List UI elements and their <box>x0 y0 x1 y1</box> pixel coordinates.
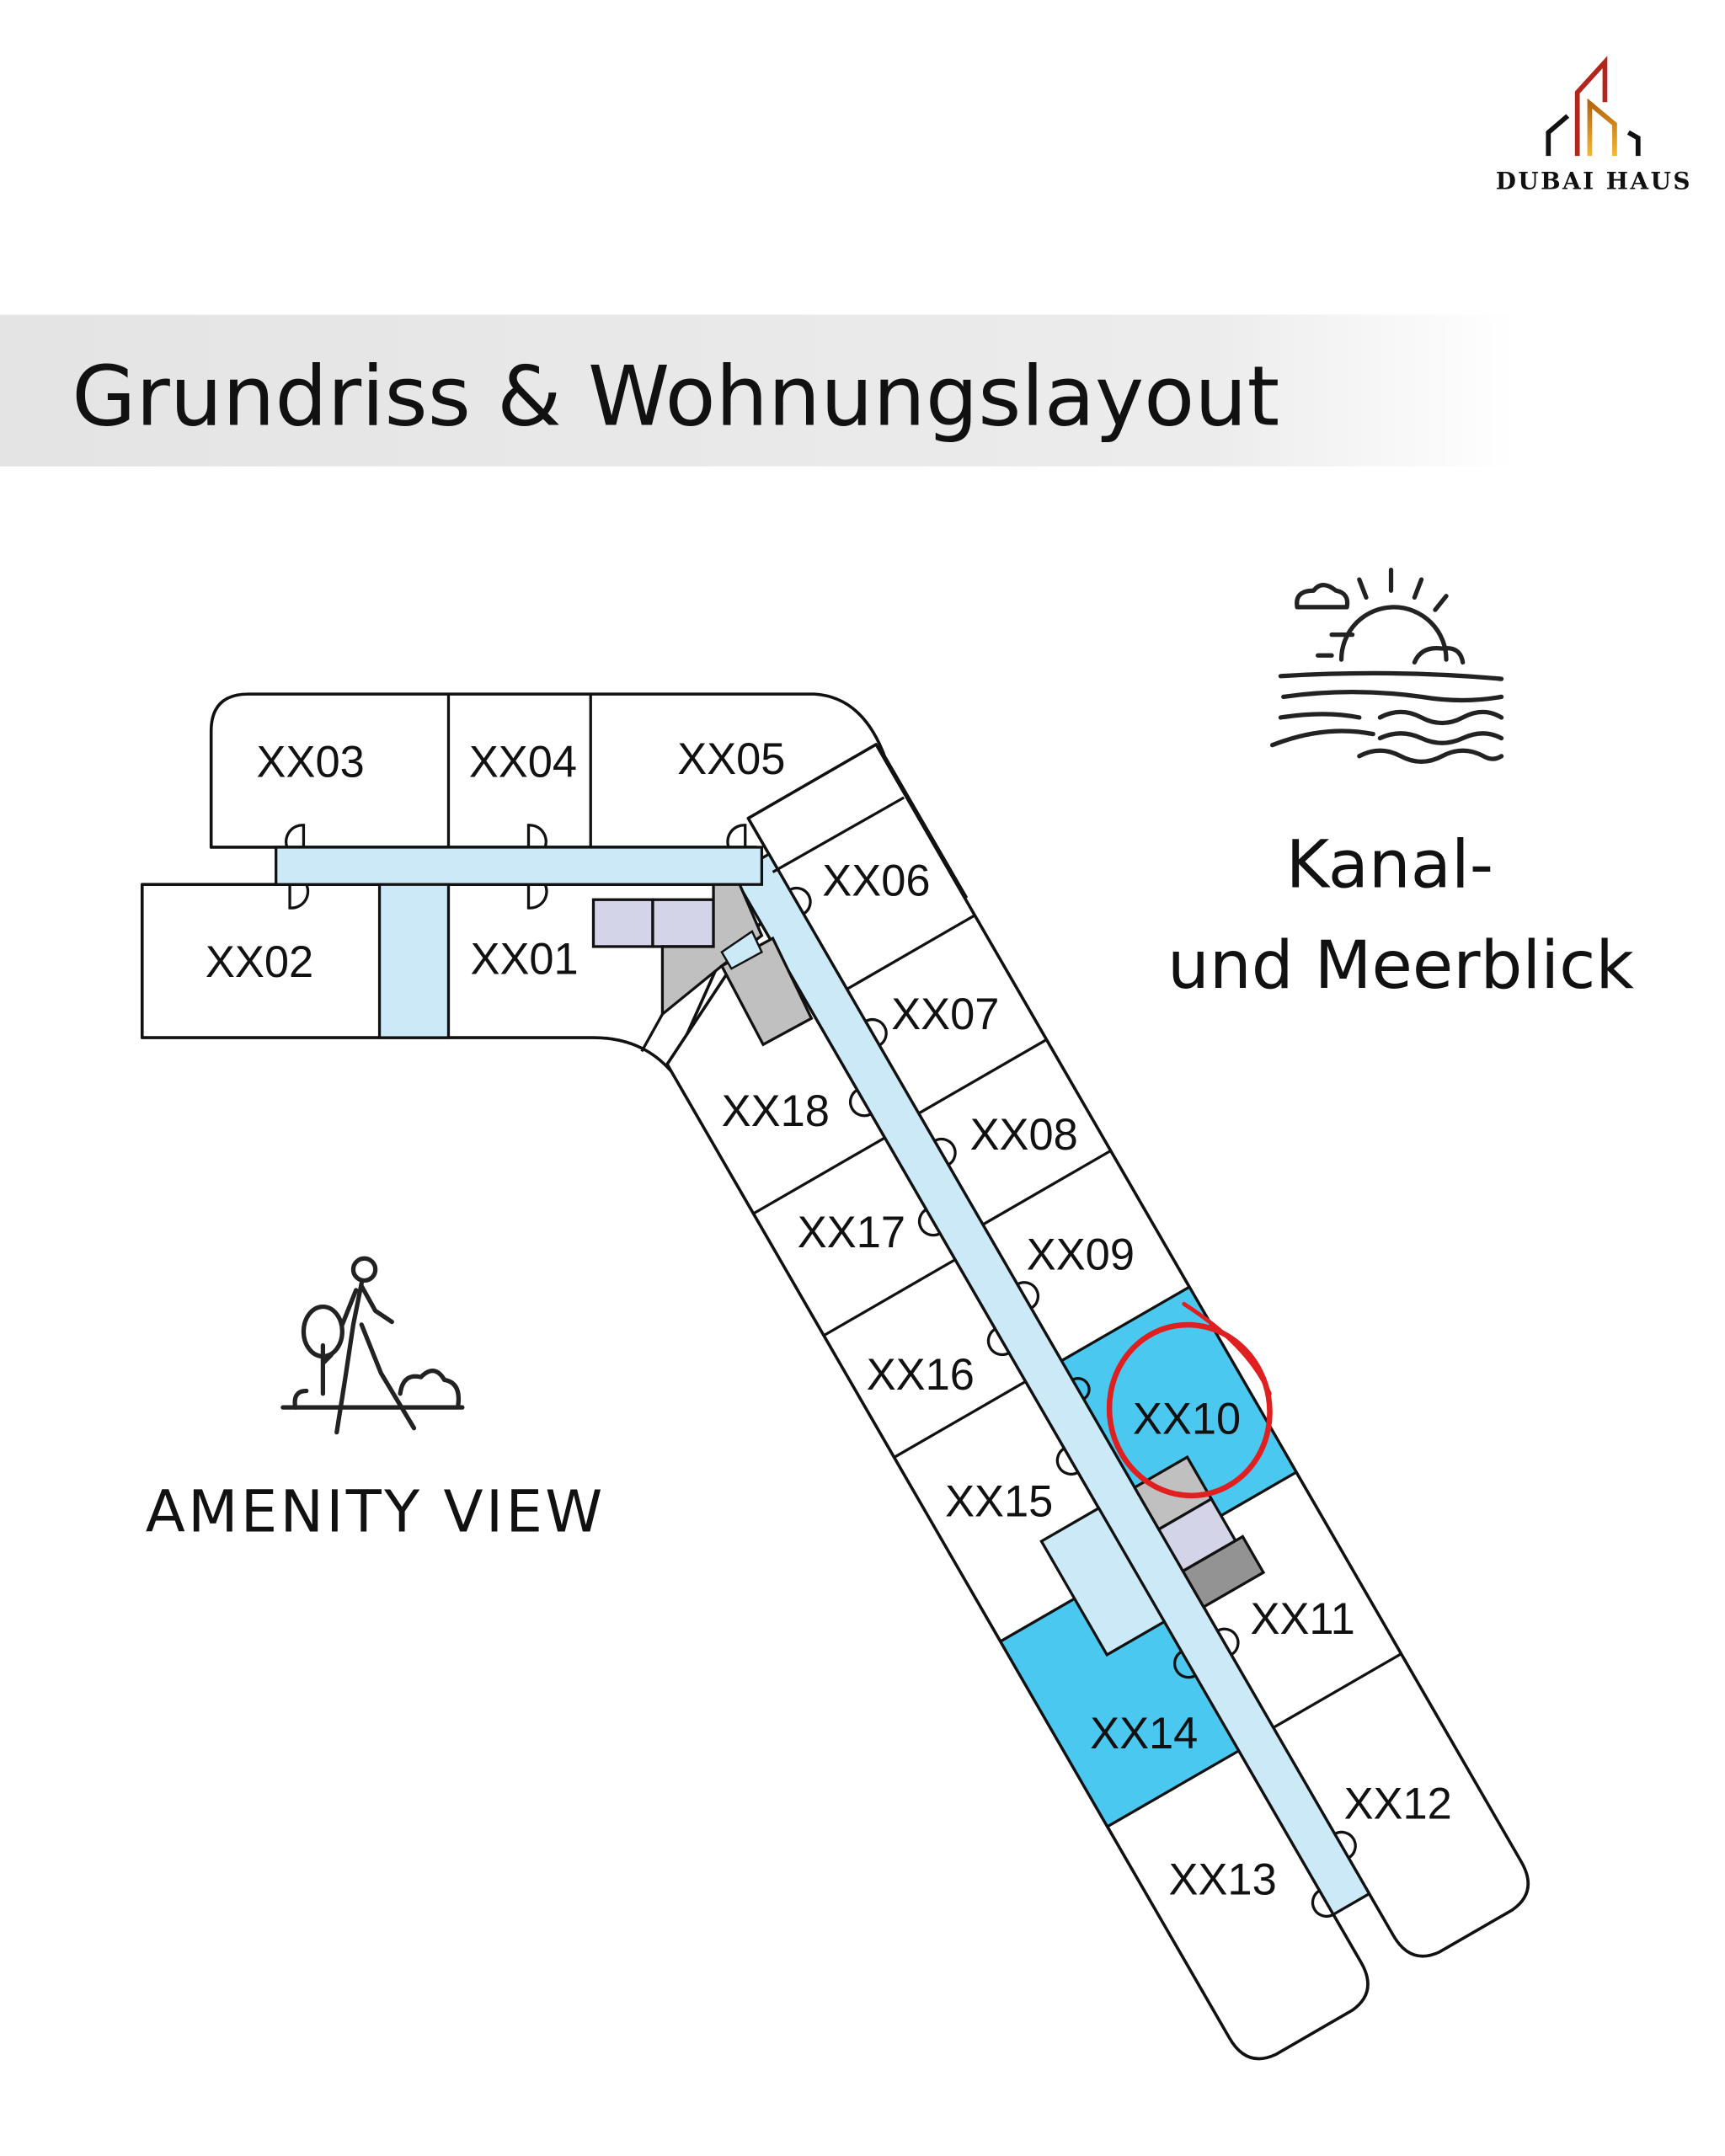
core-shape <box>660 883 764 1017</box>
unit-label-xx02: XX02 <box>206 938 313 987</box>
sea-view-line1: Kanal- <box>1286 825 1494 903</box>
service-box <box>591 898 654 948</box>
door-icons-top <box>285 824 747 910</box>
unit-label-xx04: XX04 <box>469 738 577 787</box>
unit-label-xx01: XX01 <box>470 936 578 985</box>
diagonal-wing <box>665 743 1530 2061</box>
unit-label-xx07: XX07 <box>891 990 999 1039</box>
sea-view-line2: und Meerblick <box>1167 926 1634 1004</box>
header-band <box>0 314 1725 467</box>
sunset-waves-icon <box>1269 568 1504 765</box>
unit-label-xx14: XX14 <box>1090 1710 1198 1758</box>
logo-text: DUBAI HAUS <box>1496 167 1692 195</box>
core-box-dark <box>1181 1534 1266 1609</box>
unit-label-xx17: XX17 <box>798 1209 905 1257</box>
corridor <box>731 851 1371 1917</box>
unit-label-xx13: XX13 <box>1169 1856 1277 1905</box>
unit-label-xx10: XX10 <box>1133 1395 1241 1444</box>
red-circle-annotation <box>1106 1301 1273 1499</box>
unit-label-xx09: XX09 <box>1027 1230 1135 1279</box>
unit-label-xx08: XX08 <box>970 1111 1078 1160</box>
unit-label-xx16: XX16 <box>867 1351 975 1400</box>
door-icons <box>788 886 1357 1918</box>
unit-label-xx18: XX18 <box>722 1087 830 1136</box>
corridor-vertical <box>377 883 451 1039</box>
unit-label-xx05: XX05 <box>677 735 785 784</box>
walking-person-tree-icon <box>280 1256 465 1435</box>
dubai-haus-logo: DUBAI HAUS <box>1496 56 1692 195</box>
service-box <box>651 898 715 948</box>
unit-label-xx12: XX12 <box>1344 1780 1452 1828</box>
unit-label-xx03: XX03 <box>257 738 365 787</box>
corridor-horizontal <box>275 846 764 886</box>
corridor-link <box>720 930 763 970</box>
lobby-box <box>1039 1506 1167 1657</box>
page-title: Grundriss & Wohnungslayout <box>72 350 1279 446</box>
unit-label-xx06: XX06 <box>822 857 930 905</box>
amenity-view-label: AMENITY VIEW <box>146 1479 606 1546</box>
unit-label-xx15: XX15 <box>945 1478 1053 1527</box>
unit-label-xx11: XX11 <box>1250 1595 1354 1644</box>
floor-plan: XX01 XX02 XX03 XX04 XX05 XX06 XX07 XX08 … <box>140 692 1530 2061</box>
